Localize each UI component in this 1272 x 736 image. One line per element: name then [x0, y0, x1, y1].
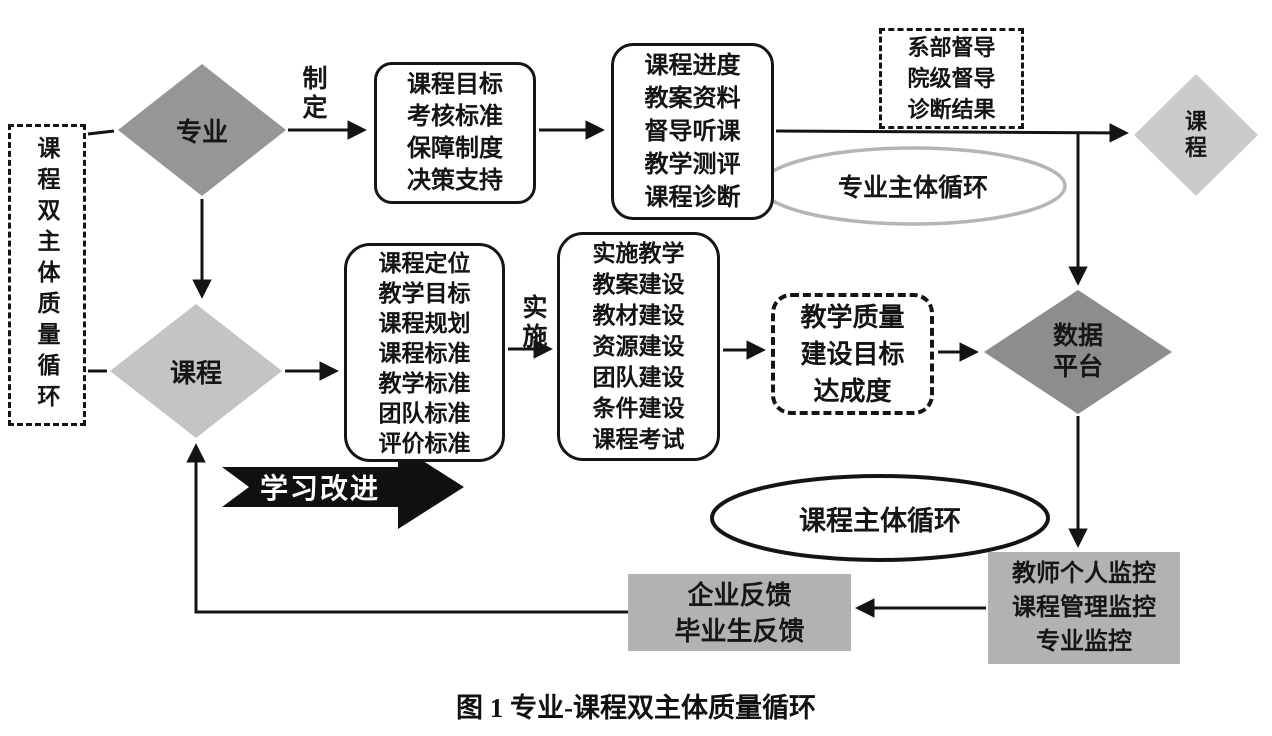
box-line: 评价标准: [378, 429, 471, 456]
box-line: 院级督导: [907, 66, 996, 91]
course-diamond-label: 课程: [169, 357, 222, 388]
box-line: 考核标准: [407, 103, 503, 130]
box-line: 毕业生反馈: [674, 615, 805, 646]
course-standards-box: 课程定位 教学目标 课程规划 课程标准 教学标准 团队标准 评价标准: [344, 243, 505, 462]
box-line: 督导听课: [644, 118, 741, 145]
box-line: 课程标准: [378, 339, 471, 366]
box-line: 系部督导: [907, 35, 996, 60]
box-line: 专业监控: [1036, 628, 1132, 655]
box-line: 团队建设: [592, 364, 685, 390]
course-build-box: 实施教学 教案建设 教材建设 资源建设 团队建设 条件建设 课程考试: [557, 232, 720, 461]
box-line: 团队标准: [378, 399, 471, 426]
box-line: 课程目标: [407, 71, 503, 98]
learning-improve-arrow: [222, 445, 464, 529]
data-platform-label: 数据 平台: [984, 290, 1172, 414]
major-cycle-label: 专业主体循环: [837, 174, 988, 202]
box-line: 诊断结果: [907, 97, 996, 122]
box-line: 教材建设: [592, 302, 685, 328]
course-diamond-shape: [110, 304, 282, 438]
quality-target-box: 教学质量 建设目标 达成度: [771, 293, 934, 415]
learning-improve-label: 学习改进: [259, 473, 380, 504]
major-monitoring-box: 课程进度 教案资料 督导听课 教学测评 课程诊断: [611, 43, 774, 220]
box-line: 教学质量: [800, 301, 905, 332]
box-line: 课程规划: [378, 309, 471, 336]
major-diamond-shape: [118, 64, 286, 196]
course-cycle-label: 课程主体循环: [799, 505, 961, 536]
box-line: 资源建设: [592, 333, 685, 359]
data-platform-line: 平台: [1052, 353, 1103, 381]
arrow-feedback-to-course: [186, 443, 628, 614]
course-cycle-ellipse: [710, 474, 1050, 562]
box-line: 建设目标: [800, 338, 905, 369]
box-line: 教师个人监控: [1012, 560, 1156, 587]
arrow-monitoring-to-course-output: [775, 123, 1129, 143]
dual-cycle-label-box: 课程双主体质量循环: [8, 124, 86, 426]
monitor-box: 教师个人监控 课程管理监控 专业监控: [988, 552, 1180, 664]
box-line: 条件建设: [592, 395, 685, 421]
box-line: 课程管理监控: [1012, 594, 1156, 621]
box-line: 企业反馈: [687, 579, 792, 610]
supervision-dashed-box: 系部督导 院级督导 诊断结果: [879, 28, 1024, 129]
major-diamond-label: 专业: [175, 116, 228, 147]
box-line: 保障制度: [407, 135, 503, 162]
box-line: 课程考试: [592, 426, 685, 452]
course-output-diamond-label: 课 程: [1134, 74, 1258, 196]
course-output-line: 程: [1184, 135, 1207, 160]
box-line: 教学测评: [644, 151, 741, 178]
data-platform-line: 数据: [1052, 322, 1103, 350]
box-line: 教学标准: [378, 369, 471, 396]
dual-cycle-label: 课程双主体质量循环: [34, 135, 60, 415]
implement-label: 实施: [519, 294, 547, 352]
course-output-line: 课: [1184, 109, 1207, 134]
feedback-box: 企业反馈 毕业生反馈: [628, 574, 851, 651]
bracket-top-line: [87, 129, 115, 136]
data-platform-diamond-shape: [984, 290, 1172, 414]
box-line: 课程进度: [644, 52, 741, 79]
box-line: 课程定位: [378, 249, 471, 276]
figure-caption: 图 1 专业-课程双主体质量循环: [456, 693, 816, 723]
box-line: 决策支持: [407, 167, 503, 194]
course-output-diamond-shape: [1134, 74, 1258, 196]
box-line: 课程诊断: [644, 184, 741, 211]
box-line: 教案建设: [592, 271, 685, 297]
box-line: 达成度: [813, 375, 892, 406]
box-line: 教案资料: [644, 85, 741, 112]
major-outputs-box: 课程目标 考核标准 保障制度 决策支持: [374, 62, 536, 204]
formulate-label: 制定: [299, 65, 327, 123]
box-line: 实施教学: [592, 240, 685, 266]
box-line: 教学目标: [378, 279, 471, 306]
